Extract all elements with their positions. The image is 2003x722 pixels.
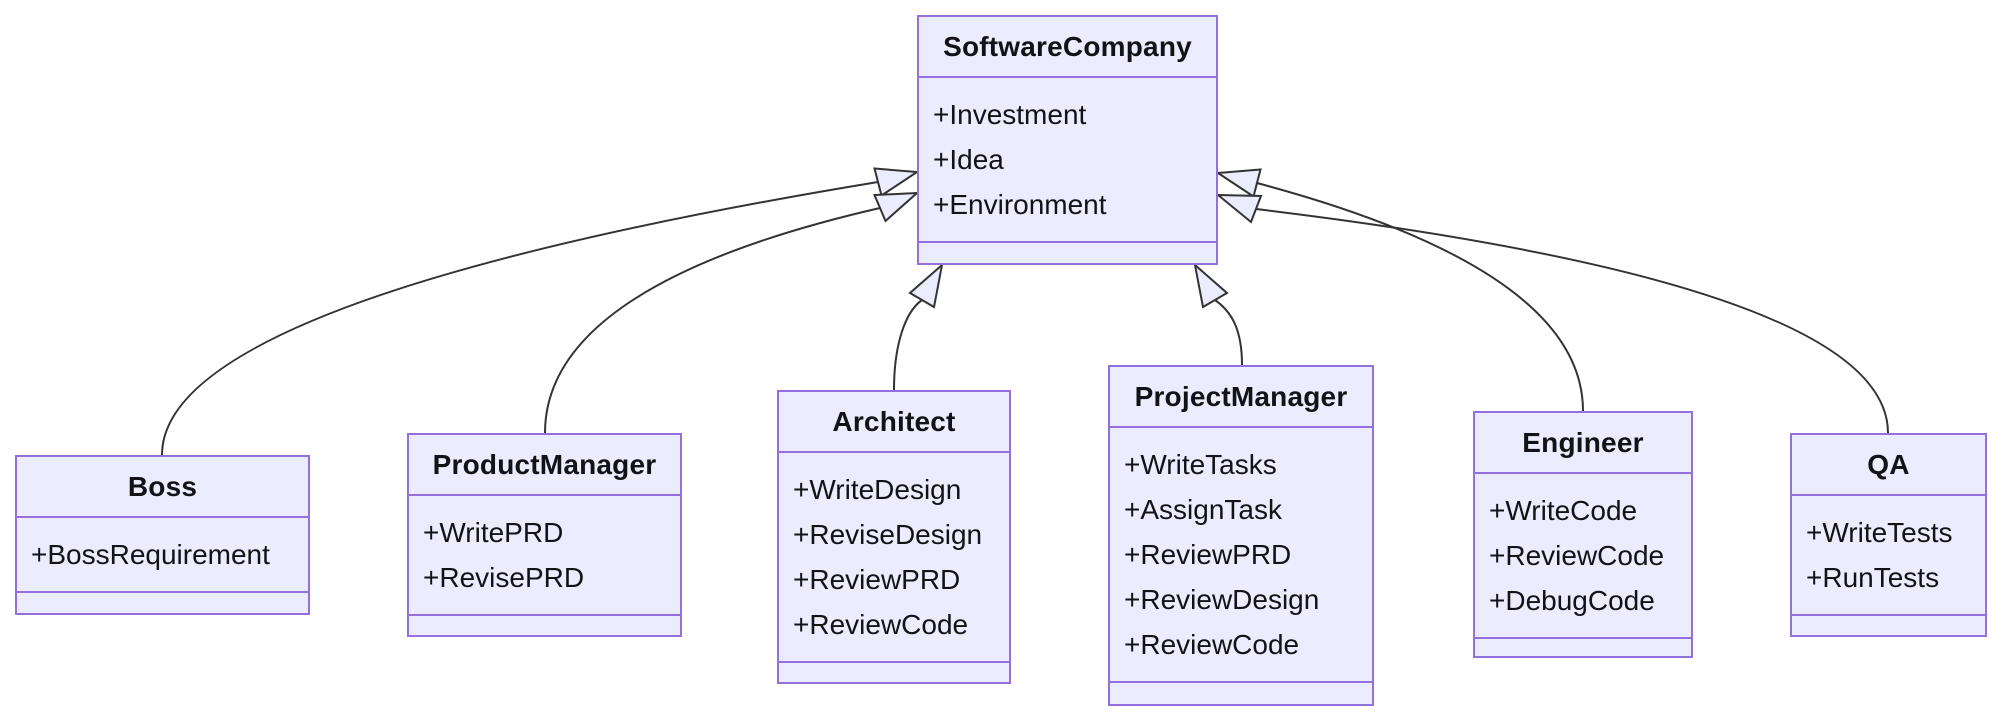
class-attribute: +WritePRD: [423, 517, 564, 548]
class-attribute: +Investment: [933, 99, 1087, 130]
edge-architect-softwarecompany: [893, 299, 923, 391]
class-attribute: +RevisePRD: [423, 562, 585, 593]
class-title: ProjectManager: [1134, 380, 1348, 412]
class-methods-empty: [1792, 614, 1985, 635]
class-title: ProductManager: [432, 448, 657, 480]
class-attributes: +Investment +Idea +Environment: [919, 76, 1216, 241]
class-title: SoftwareCompany: [943, 30, 1192, 62]
class-methods-empty: [919, 241, 1216, 263]
class-attribute: +BossRequirement: [31, 539, 270, 570]
inheritance-arrowhead-projectmanager: [1193, 262, 1229, 309]
class-attribute: +DebugCode: [1489, 585, 1655, 616]
class-attributes: +WriteDesign +ReviseDesign +ReviewPRD +R…: [779, 451, 1009, 661]
class-methods-empty: [1475, 637, 1691, 656]
class-attribute: +ReviewCode: [793, 609, 969, 640]
class-box-productmanager: ProductManager +WritePRD +RevisePRD: [407, 433, 682, 637]
class-title: QA: [1867, 448, 1910, 480]
class-attribute: +WriteDesign: [793, 474, 962, 505]
class-attribute: +ReviewPRD: [793, 564, 961, 595]
class-attribute: +RunTests: [1806, 562, 1940, 593]
class-attribute: +WriteTasks: [1124, 449, 1277, 480]
class-attribute: +AssignTask: [1124, 494, 1282, 525]
class-attributes: +WritePRD +RevisePRD: [409, 494, 680, 614]
class-attributes: +BossRequirement: [17, 516, 308, 591]
class-attribute: +WriteCode: [1489, 495, 1638, 526]
class-attribute: +ReviewCode: [1124, 629, 1300, 660]
class-box-softwarecompany: SoftwareCompany +Investment +Idea +Envir…: [917, 15, 1218, 265]
class-methods-empty: [409, 614, 680, 635]
class-attribute: +ReviewPRD: [1124, 539, 1292, 570]
class-attribute: +ReviseDesign: [793, 519, 983, 550]
edge-boss-softwarecompany: [161, 181, 879, 456]
class-attribute: +ReviewCode: [1489, 540, 1665, 571]
class-title: Engineer: [1522, 426, 1644, 458]
class-box-architect: Architect +WriteDesign +ReviseDesign +Re…: [777, 390, 1011, 684]
class-box-projectmanager: ProjectManager +WriteTasks +AssignTask +…: [1108, 365, 1374, 706]
class-methods-empty: [1110, 681, 1372, 704]
class-box-engineer: Engineer +WriteCode +ReviewCode +DebugCo…: [1473, 411, 1693, 658]
inheritance-arrowhead-architect: [908, 262, 944, 309]
class-methods-empty: [17, 591, 308, 613]
class-box-boss: Boss +BossRequirement: [15, 455, 310, 615]
class-attribute: +Environment: [933, 189, 1107, 220]
edge-projectmanager-softwarecompany: [1214, 299, 1243, 366]
class-title: Architect: [832, 405, 956, 437]
edge-productmanager-softwarecompany: [544, 207, 881, 434]
class-attributes: +WriteTasks +AssignTask +ReviewPRD +Revi…: [1110, 426, 1372, 681]
class-attributes: +WriteCode +ReviewCode +DebugCode: [1475, 472, 1691, 637]
inheritance-arrowhead-boss: [873, 167, 920, 198]
class-attribute: +ReviewDesign: [1124, 584, 1320, 615]
class-attribute: +Idea: [933, 144, 1004, 175]
class-attributes: +WriteTests +RunTests: [1792, 494, 1985, 614]
class-methods-empty: [779, 661, 1009, 682]
inheritance-arrowhead-productmanager: [873, 191, 920, 223]
edge-engineer-softwarecompany: [1256, 182, 1584, 412]
inheritance-arrowhead-qa: [1215, 193, 1263, 224]
inheritance-arrowhead-engineer: [1215, 168, 1262, 199]
class-box-qa: QA +WriteTests +RunTests: [1790, 433, 1987, 637]
class-title: Boss: [127, 470, 198, 502]
class-attribute: +WriteTests: [1806, 517, 1953, 548]
edge-qa-softwarecompany: [1255, 208, 1889, 434]
